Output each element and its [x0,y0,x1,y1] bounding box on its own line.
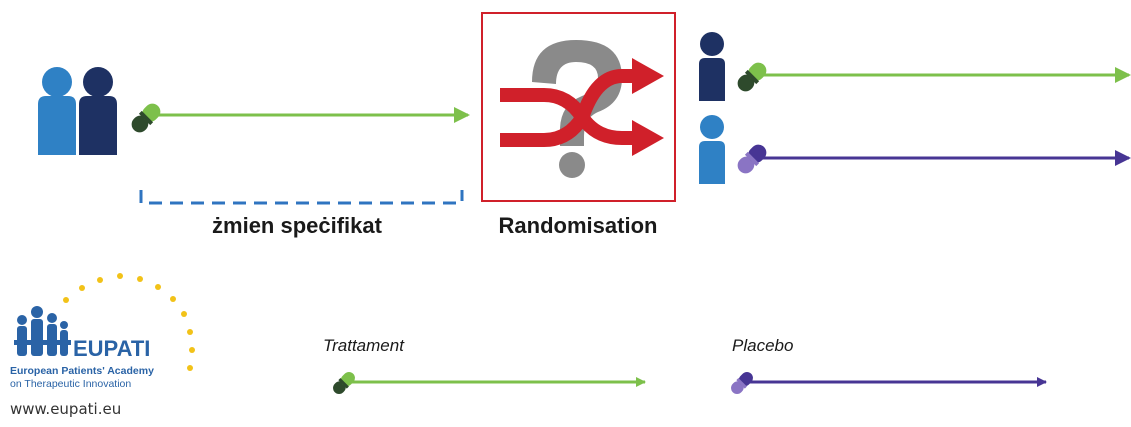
treatment-arm-person-icon [699,32,725,101]
eupati-logo: EUPATI European Patients' Academy on The… [10,273,195,418]
placebo-arm-pill-icon [737,144,767,174]
eu-stars-icon [63,273,195,371]
runin-bracket [139,190,464,205]
logo-url: www.eupati.eu [10,400,121,418]
placebo-arm-person-icon [699,115,725,184]
randomisation-label: Randomisation [499,213,658,238]
legend-treatment-label: Trattament [323,336,405,355]
runin-pill-icon [131,103,161,133]
runin-label: żmien speċifikat [212,213,383,238]
legend-placebo-pill-icon [731,372,753,394]
logo-line1: European Patients' Academy [10,365,154,377]
people-silhouette-icon [14,306,71,356]
legend-placebo-label: Placebo [732,336,793,355]
treatment-arm-pill-icon [737,62,767,92]
legend-treatment-pill-icon [333,372,355,394]
patients-group-icon [38,67,117,155]
randomisation-icon [500,40,664,178]
logo-name: EUPATI [73,336,150,361]
logo-line2: on Therapeutic Innovation [10,378,131,390]
